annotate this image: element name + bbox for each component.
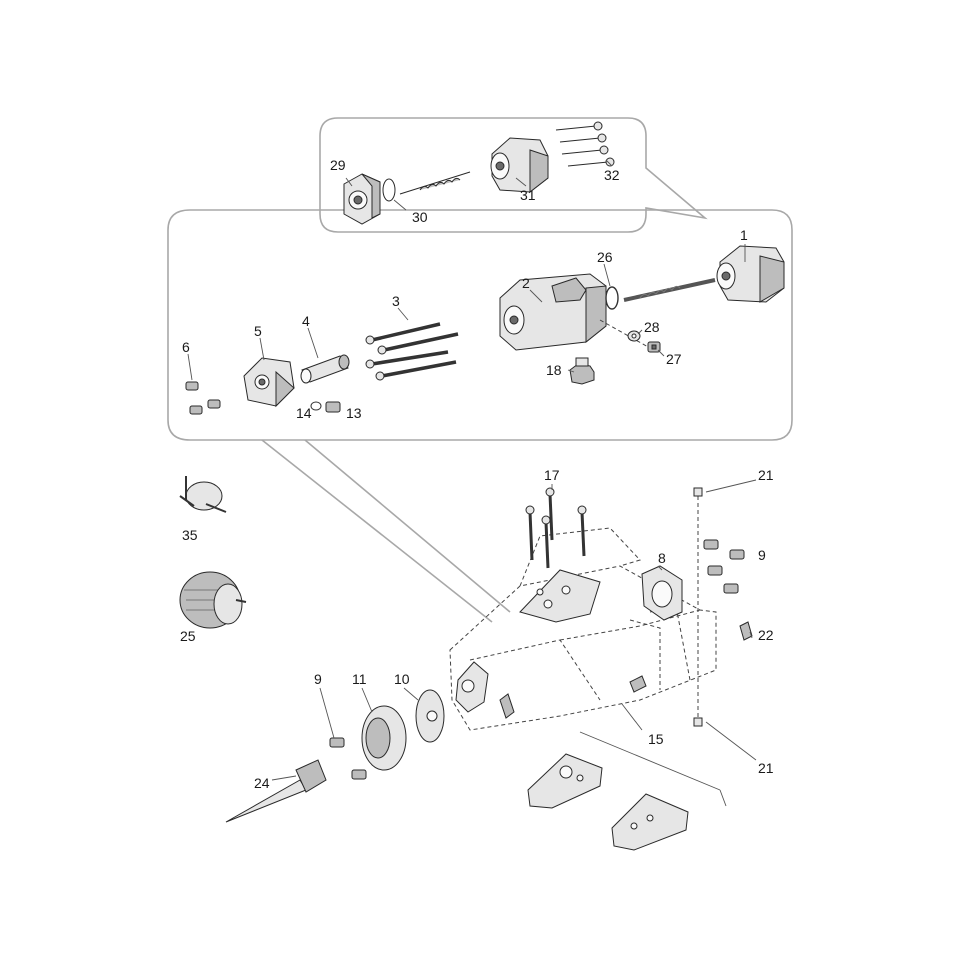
callout-label-9-right: 9 — [758, 547, 766, 563]
part-15-wear-plates — [527, 753, 689, 851]
dashed-assembly-line-27 — [599, 319, 651, 349]
callout-label-26: 26 — [597, 249, 613, 265]
callout-label-25: 25 — [180, 628, 196, 644]
callout-label-32: 32 — [604, 167, 620, 183]
part-22-clip — [739, 621, 753, 641]
part-30-o-ring — [382, 178, 396, 202]
part-26-o-ring — [605, 286, 619, 310]
callout-label-5: 5 — [254, 323, 262, 339]
callout-label-27: 27 — [666, 351, 682, 367]
callout-label-31: 31 — [520, 187, 536, 203]
callout-label-4: 4 — [302, 313, 310, 329]
callout-label-35: 35 — [182, 527, 198, 543]
part-8-gasket — [641, 565, 683, 621]
part-18-plug — [569, 357, 595, 385]
callout-label-9-left: 9 — [314, 671, 322, 687]
callout-label-21-top: 21 — [758, 467, 774, 483]
callout-label-21-bottom: 21 — [758, 760, 774, 776]
part-29-flange — [343, 173, 381, 225]
part-25-knob — [179, 571, 247, 629]
part-9-screws-left — [329, 737, 367, 780]
callout-label-24: 24 — [254, 775, 270, 791]
part-31-actuator-rod — [399, 137, 549, 195]
callout-label-18: 18 — [546, 362, 562, 378]
callout-label-30: 30 — [412, 209, 428, 225]
part-24-stylus-tool — [225, 759, 327, 823]
callout-label-15: 15 — [648, 731, 664, 747]
callout-label-29: 29 — [330, 157, 346, 173]
part-13-screw — [325, 401, 341, 413]
part-14-washer — [310, 401, 322, 411]
part-9-screws-right — [703, 539, 745, 594]
part-4-sleeve — [300, 354, 350, 384]
part-1-cylinder-actuator — [623, 245, 785, 303]
part-2-valve-body — [499, 273, 607, 351]
callout-label-13: 13 — [346, 405, 362, 421]
callout-label-1: 1 — [740, 227, 748, 243]
callout-label-14: 14 — [296, 405, 312, 421]
part-27-screw — [647, 341, 661, 353]
callout-label-6: 6 — [182, 339, 190, 355]
callout-label-22: 22 — [758, 627, 774, 643]
part-21-pins — [693, 487, 703, 727]
callout-label-10: 10 — [394, 671, 410, 687]
part-35-plate — [179, 476, 227, 513]
part-17-bolts — [525, 487, 587, 569]
part-28-washer — [627, 330, 641, 342]
part-3-bolts — [365, 322, 459, 381]
main-housing-assembly — [449, 527, 717, 731]
part-11-hub — [361, 705, 407, 771]
part-6-screws — [185, 381, 221, 415]
callout-label-3: 3 — [392, 293, 400, 309]
part-5-mount-block — [243, 357, 295, 408]
callout-label-17: 17 — [544, 467, 560, 483]
callout-pointer-left — [261, 439, 493, 623]
callout-label-8: 8 — [658, 550, 666, 566]
callout-label-2: 2 — [522, 275, 530, 291]
part-32-bolts — [555, 121, 615, 167]
callout-pointer-right — [304, 439, 511, 613]
detail-callout-bubble-main — [167, 209, 793, 441]
callout-label-11: 11 — [352, 671, 367, 687]
part-10-disc — [415, 689, 445, 743]
callout-label-28: 28 — [644, 319, 660, 335]
detail-callout-bubble-top — [319, 117, 708, 233]
leader-lines — [187, 159, 757, 807]
